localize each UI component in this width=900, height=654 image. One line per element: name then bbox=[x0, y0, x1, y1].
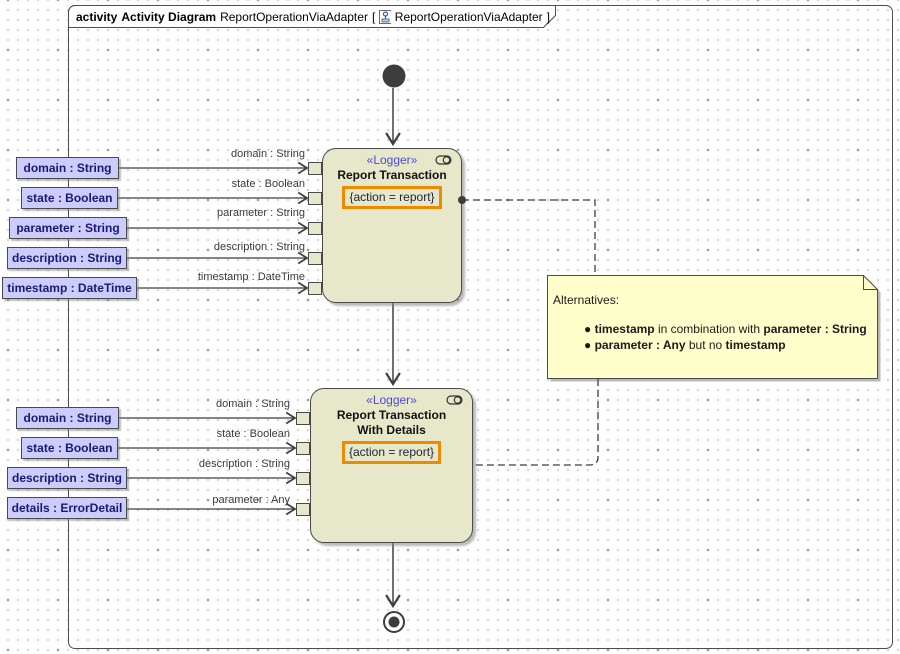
action2-constraint-badge[interactable]: {action = report} bbox=[341, 441, 442, 464]
frame-name-label: ReportOperationViaAdapter bbox=[220, 10, 368, 24]
parameter-node-parameter-top[interactable]: parameter : String bbox=[9, 217, 127, 239]
note-bullet-2-seg2: but no bbox=[685, 338, 726, 352]
pin-label: parameter : Any bbox=[212, 494, 290, 506]
input-pin-parameter-2[interactable] bbox=[296, 503, 310, 516]
action1-title: Report Transaction bbox=[337, 168, 447, 182]
input-pin-state-2[interactable] bbox=[296, 442, 310, 455]
input-pin-domain-2[interactable] bbox=[296, 412, 310, 425]
note-bullet-1: ● timestamp in combination with paramete… bbox=[584, 321, 867, 337]
action1-constraint-badge[interactable]: {action = report} bbox=[342, 186, 442, 209]
note-anchor-line-action1[interactable] bbox=[462, 199, 596, 274]
pin-label: description : String bbox=[213, 241, 305, 253]
note-bullet-1-seg2: in combination with bbox=[654, 322, 764, 336]
parameter-node-domain-bottom[interactable]: domain : String bbox=[16, 407, 119, 429]
action2-title-line1: Report Transaction bbox=[336, 408, 447, 422]
note-anchor-line-action2[interactable] bbox=[475, 379, 599, 466]
input-pin-description-1[interactable] bbox=[308, 252, 322, 265]
note-shape[interactable] bbox=[547, 275, 878, 379]
pin-label: timestamp : DateTime bbox=[197, 271, 305, 283]
note-bullet-2-seg3: timestamp bbox=[725, 338, 786, 352]
input-pin-description-2[interactable] bbox=[296, 472, 310, 485]
note-bullet-2-seg1: parameter : Any bbox=[594, 338, 686, 352]
input-pin-state-1[interactable] bbox=[308, 192, 322, 205]
action2-title-line2: With Details bbox=[357, 423, 426, 437]
note-bullet-1-seg3: parameter : String bbox=[763, 322, 867, 336]
behavior-indicator-icon bbox=[446, 395, 463, 405]
action1-stereotype: «Logger» bbox=[366, 153, 418, 167]
parameter-node-state-top[interactable]: state : Boolean bbox=[21, 187, 118, 209]
bullet-icon: ● bbox=[584, 322, 592, 336]
note-anchor-point bbox=[458, 196, 466, 204]
pin-label: parameter : String bbox=[216, 207, 305, 219]
frame-close-bracket: ] bbox=[546, 10, 550, 24]
bullet-icon: ● bbox=[584, 338, 592, 352]
input-pin-domain-1[interactable] bbox=[308, 162, 322, 175]
parameter-node-domain-top[interactable]: domain : String bbox=[16, 157, 119, 179]
behavior-indicator-icon bbox=[435, 155, 452, 165]
note-bullet-2: ● parameter : Any but no timestamp bbox=[584, 337, 786, 353]
note-fold-corner bbox=[863, 275, 878, 290]
parameter-node-state-bottom[interactable]: state : Boolean bbox=[21, 437, 118, 459]
frame-ref-name-label: ReportOperationViaAdapter bbox=[394, 10, 543, 24]
parameter-node-description-top[interactable]: description : String bbox=[7, 247, 127, 269]
parameter-node-timestamp-top[interactable]: timestamp : DateTime bbox=[2, 277, 137, 299]
parameter-node-description-bottom[interactable]: description : String bbox=[7, 467, 127, 489]
final-node-core bbox=[388, 616, 400, 628]
input-pin-parameter-1[interactable] bbox=[308, 222, 322, 235]
action2-stereotype: «Logger» bbox=[366, 393, 417, 407]
frame-diagram-type-label: Activity Diagram bbox=[121, 10, 217, 24]
activity-diagram-icon bbox=[379, 10, 391, 24]
action-report-transaction-with-details[interactable]: «Logger» Report Transaction With Details… bbox=[310, 388, 473, 543]
frame-open-bracket: [ bbox=[371, 10, 376, 24]
note-bullet-1-seg1: timestamp bbox=[594, 322, 655, 336]
frame-title-tab[interactable] bbox=[68, 5, 556, 28]
pin-label: description : String bbox=[198, 458, 290, 470]
parameter-node-details-bottom[interactable]: details : ErrorDetail bbox=[7, 497, 127, 519]
pin-label: domain : String bbox=[216, 398, 290, 410]
frame-title: activity Activity Diagram ReportOperatio… bbox=[76, 9, 550, 25]
pin-label: state : Boolean bbox=[231, 178, 305, 190]
pin-label: state : Boolean bbox=[216, 428, 290, 440]
frame-kind-label: activity bbox=[76, 10, 118, 24]
note-header: Alternatives: bbox=[553, 293, 620, 307]
action-report-transaction[interactable]: «Logger» Report Transaction {action = re… bbox=[322, 148, 462, 303]
pin-label: domain : String bbox=[231, 148, 305, 160]
initial-node[interactable] bbox=[382, 64, 406, 88]
input-pin-timestamp-1[interactable] bbox=[308, 282, 322, 295]
